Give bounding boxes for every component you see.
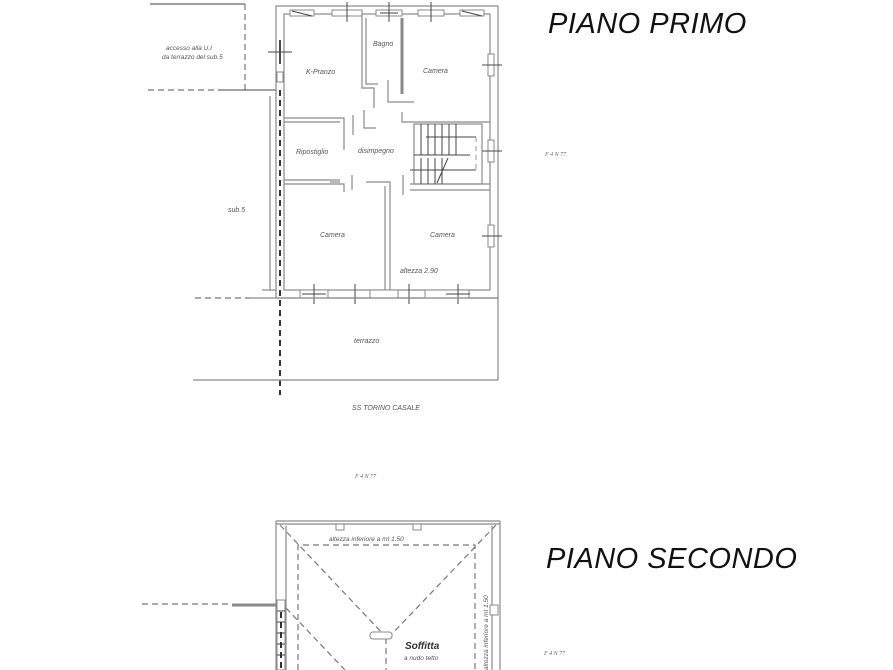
room-k-pranzo: K-Pranzo — [306, 69, 335, 76]
room-soffitta-subtitle: a nudo tetto — [404, 655, 439, 662]
access-note-line2: da terrazzo del sub.5 — [162, 54, 223, 61]
floor-title-secondo: PIANO SECONDO — [546, 543, 798, 575]
height-note-side: altezza inferiore a mt 1.50 — [483, 595, 490, 670]
room-ripostiglio: Ripostiglio — [296, 149, 328, 156]
room-bagno: Bagno — [373, 41, 393, 48]
cadastral-ref-primo: F 4 N 77 — [544, 151, 567, 158]
room-soffitta: Soffitta — [405, 641, 440, 652]
neighbor-label: sub.5 — [228, 207, 245, 214]
room-camera-2: Camera — [320, 232, 345, 239]
room-camera-1: Camera — [423, 68, 448, 75]
street-label: SS TORINO CASALE — [352, 405, 420, 412]
room-terrazzo: terrazzo — [354, 338, 379, 345]
room-camera-3: Camera — [430, 232, 455, 239]
piano-primo-plan — [148, 2, 502, 395]
cadastral-ref-secondo: F 4 N 77 — [543, 650, 566, 657]
room-disimpegno: disimpegno — [358, 148, 394, 155]
height-note-top: altezza inferiore a mt 1.50 — [329, 536, 404, 543]
staircase — [410, 123, 483, 185]
piano-secondo-plan — [142, 520, 501, 670]
floor-title-primo: PIANO PRIMO — [548, 8, 747, 40]
access-note-line1: accesso alla U.I — [166, 45, 212, 52]
cadastral-ref-between: F 4 N 77 — [354, 473, 377, 480]
height-note: altezza 2.90 — [400, 268, 438, 275]
